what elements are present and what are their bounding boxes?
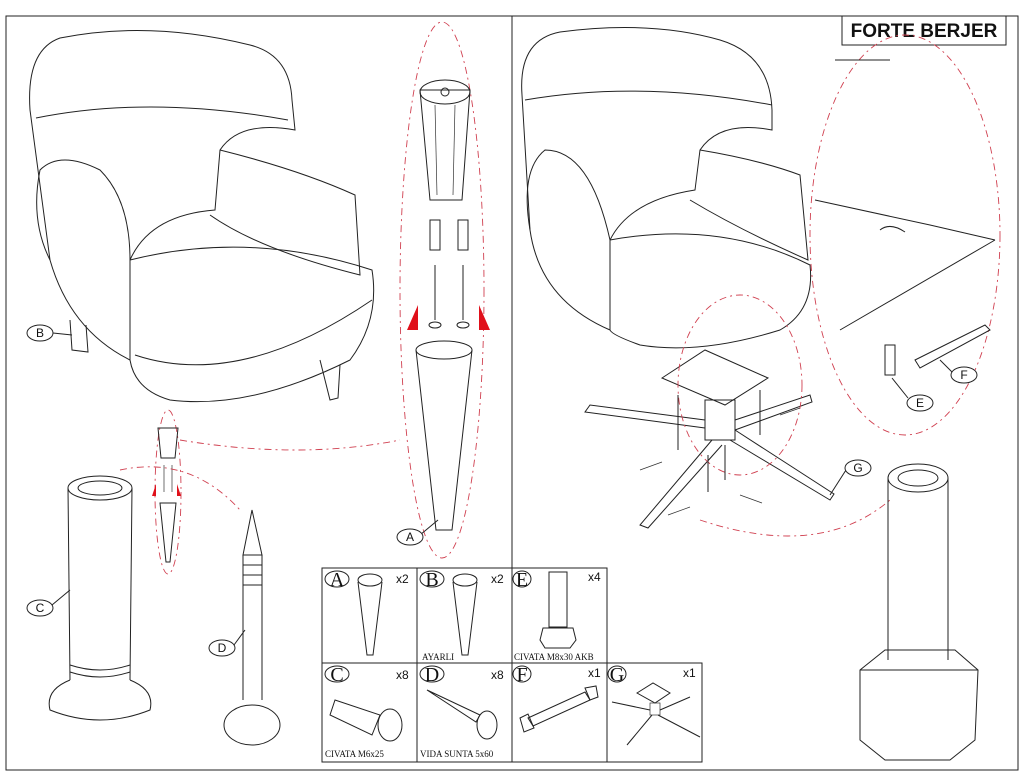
part-g: G x1: [607, 664, 701, 746]
parts-0-qty-text: x2: [396, 572, 409, 586]
callout-e: E: [891, 377, 934, 412]
callouts-D-text: D: [218, 641, 227, 655]
armchair-right: [521, 27, 812, 349]
parts-3-qty-text: x8: [396, 668, 409, 682]
parts-3-letter-text: C: [330, 664, 343, 686]
callouts-B-text: B: [36, 326, 44, 340]
part-d: D x8 VIDA SUNTA 5x60: [419, 664, 504, 759]
parts-1-letter-text: B: [425, 569, 438, 591]
callout-c: C: [26, 589, 71, 617]
parts-3-name-text: CIVATA M6x25: [325, 749, 384, 759]
leg-exploded-view: [399, 21, 490, 559]
screw-d-large: [223, 509, 281, 746]
callout-g: G: [829, 459, 872, 496]
callout-a: A: [396, 519, 439, 546]
parts-5-letter-text: F: [516, 664, 527, 686]
armchair-left: [29, 29, 375, 403]
callout-b: B: [26, 324, 73, 342]
callout-d: D: [208, 629, 246, 657]
parts-1-qty-text: x2: [491, 572, 504, 586]
parts-0-letter-text: A: [330, 569, 345, 591]
parts-4-qty-text: x8: [491, 668, 504, 682]
callout-f: F: [939, 359, 978, 384]
callouts-E-text: E: [916, 396, 924, 410]
parts-1-name-text: AYARLI: [422, 652, 454, 662]
parts-6-qty-text: x1: [683, 666, 696, 680]
part-b: B x2 AYARLI: [419, 569, 504, 662]
mini-leg-exploded: [152, 409, 182, 575]
callouts-C-text: C: [36, 601, 45, 615]
title-text: FORTE BERJER: [851, 21, 998, 42]
part-c: C x8 CIVATA M6x25: [324, 664, 409, 759]
star-base: [584, 294, 835, 529]
parts-6-letter-text: G: [610, 664, 624, 686]
callouts-F-text: F: [960, 368, 967, 382]
parts-5-qty-text: x1: [588, 666, 601, 680]
parts-2-name-text: CIVATA M8x30 AKB: [514, 652, 594, 662]
part-f: F x1: [512, 664, 601, 733]
callouts-A-text: A: [406, 530, 414, 544]
bolt-e-large: [859, 463, 979, 761]
part-a: A x2: [324, 569, 409, 656]
parts-4-letter-text: D: [425, 664, 439, 686]
parts-4-name-text: VIDA SUNTA 5x60: [420, 749, 494, 759]
title-box: FORTE BERJER: [841, 15, 1007, 46]
parts-2-qty-text: x4: [588, 570, 601, 584]
part-e: E x4 CIVATA M8x30 AKB: [512, 569, 601, 662]
screw-c-large: [48, 475, 152, 721]
parts-2-letter-text: E: [516, 569, 528, 591]
parts-table: A x2 B x2 AYARLI E x4 CIVATA M8x30 AKB C…: [321, 567, 703, 763]
detail-view: [809, 34, 1001, 436]
callouts-G-text: G: [853, 461, 862, 475]
